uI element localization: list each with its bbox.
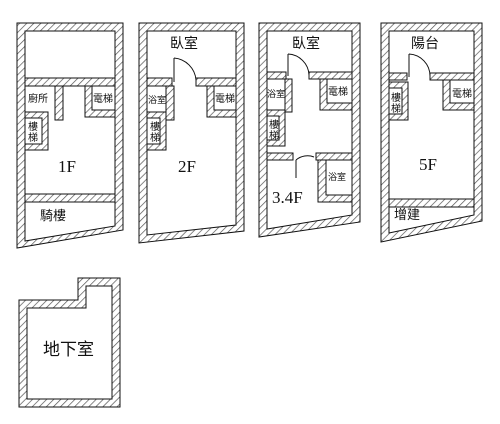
floor-5f-balcony-wall — [388, 72, 475, 81]
floor-5f-stairs-label-2: 梯 — [391, 102, 401, 115]
floor-1f-label: 1F — [58, 157, 76, 176]
floor-34f-stairs-label-1: 樓 — [269, 118, 279, 131]
floor-34f-bath-top-wall — [284, 78, 293, 113]
floor-34f-door-top-icon — [287, 53, 310, 76]
floor-34f-middle-wall — [266, 152, 353, 161]
floor-2f-plan — [138, 22, 245, 244]
floor-34f-elevator-wall — [319, 78, 353, 111]
floor-5f-elevator-label: 電梯 — [452, 87, 472, 100]
floor-5f-label: 5F — [419, 155, 437, 174]
floor-2f-stairs-label-1: 樓 — [150, 120, 160, 133]
floor-2f-door-icon — [173, 57, 197, 82]
floor-5f-door-icon — [408, 53, 431, 77]
floor-1f-stairs-wall — [24, 111, 49, 151]
floor-2f-bedroom-label: 臥室 — [170, 35, 198, 52]
floor-5f-elevator-wall — [442, 79, 475, 111]
floor-1f-kitchen-label: 廚所 — [28, 92, 48, 105]
floor-34f-bath-bottom-wall — [317, 159, 353, 203]
floor-1f-kitchen-wall — [54, 85, 64, 121]
floor-1f-elevator-wall — [84, 85, 116, 118]
floor-34f-stairs-label-2: 梯 — [269, 129, 279, 142]
floor-2f-outer-wall — [138, 22, 245, 244]
floor-2f-bath-wall — [165, 85, 175, 121]
floor-34f-bedroom-label: 臥室 — [292, 35, 320, 52]
floor-5f-addition-wall — [388, 198, 475, 208]
floor-2f-stairs-wall — [146, 111, 167, 151]
floor-34f-plan — [258, 22, 361, 238]
floor-1f-plan — [16, 22, 124, 249]
floor-2f-elevator-wall — [206, 85, 237, 118]
floor-34f-bedroom-wall — [266, 71, 353, 80]
floor-2f-stairs-label-2: 梯 — [150, 131, 160, 144]
floor-1f-arcade-wall — [24, 193, 116, 203]
floor-34f-door-bottom-icon — [295, 155, 315, 178]
floor-5f-outer-wall — [380, 22, 483, 243]
basement-label: 地下室 — [43, 340, 94, 359]
floor-1f-arcade-label: 騎樓 — [40, 208, 66, 223]
basement-outer-wall — [18, 277, 121, 408]
floor-34f-elevator-label: 電梯 — [328, 85, 348, 98]
floor-5f-stairs-wall — [388, 81, 409, 121]
floor-1f-stairs-label-1: 樓 — [28, 120, 38, 133]
floor-5f-balcony-label: 陽台 — [411, 36, 439, 52]
floor-1f-stairs-label-2: 梯 — [28, 131, 38, 144]
floor-2f-elevator-label: 電梯 — [215, 92, 235, 105]
floor-34f-label: 3.4F — [272, 188, 303, 207]
floor-34f-stairs-wall — [266, 109, 286, 147]
floor-1f-elevator-label: 電梯 — [93, 92, 113, 105]
floor-2f-bedroom-wall — [146, 77, 237, 87]
floor-5f-plan — [380, 22, 483, 243]
floor-2f-bath-label: 浴室 — [148, 94, 166, 105]
floor-1f-top-band — [24, 77, 116, 87]
floor-2f-label: 2F — [178, 157, 196, 176]
floor-5f-addition-label: 增建 — [394, 207, 420, 222]
floor-5f-stairs-label-1: 樓 — [391, 91, 401, 104]
floor-34f-bath-top-label: 浴室 — [267, 88, 285, 99]
floor-1f-outer-wall — [16, 22, 124, 249]
basement-plan — [18, 277, 121, 408]
floor-34f-outer-wall — [258, 22, 361, 238]
floor-34f-bath-bottom-label: 浴室 — [328, 171, 346, 182]
